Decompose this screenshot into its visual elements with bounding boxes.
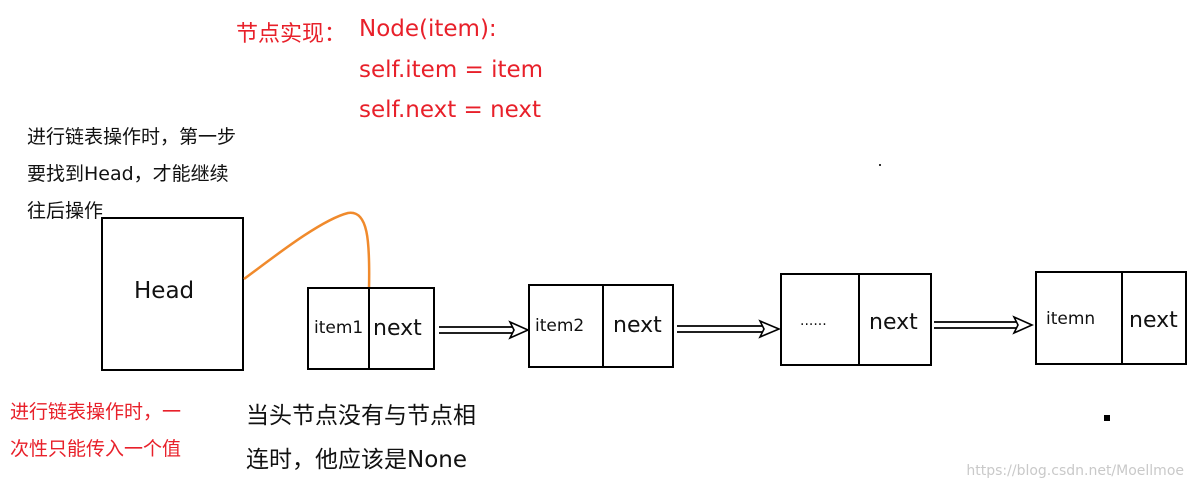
code-line-class: Node(item): xyxy=(359,16,497,42)
header-label: 节点实现： xyxy=(236,22,347,47)
note-single-value-line-2: 次性只能传入一个值 xyxy=(10,438,182,460)
arrow-node1-to-node2 xyxy=(439,320,530,340)
note-find-head-line-3: 往后操作 xyxy=(27,200,104,222)
head-box xyxy=(101,217,244,371)
note-single-value-line-1: 进行链表操作时，一 xyxy=(10,401,182,423)
note-find-head-line-1: 进行链表操作时，第一步 xyxy=(27,126,237,148)
stray-dot xyxy=(1104,415,1110,421)
code-line-next: self.next = next xyxy=(359,97,542,123)
node-1-divider xyxy=(368,287,370,370)
watermark: https://blog.csdn.net/Moellmoe xyxy=(966,463,1184,479)
node-3-divider xyxy=(858,273,860,366)
code-line-item: self.item = item xyxy=(359,57,544,83)
node-4-next: next xyxy=(1129,308,1178,333)
node-2-item: item2 xyxy=(535,316,585,336)
node-3-item: ...... xyxy=(800,313,827,329)
note-head-none-line-1: 当头节点没有与节点相 xyxy=(246,403,476,429)
stray-speck xyxy=(879,164,881,166)
note-head-none-line-2: 连时，他应该是None xyxy=(246,447,468,473)
head-label: Head xyxy=(134,278,195,304)
node-1-next: next xyxy=(373,316,422,341)
node-2-next: next xyxy=(613,313,662,338)
node-3-next: next xyxy=(869,310,918,335)
node-2 xyxy=(528,284,674,368)
node-1 xyxy=(307,287,435,370)
node-4 xyxy=(1035,271,1187,365)
head-to-node1-connector xyxy=(243,211,371,290)
node-3 xyxy=(780,273,932,366)
node-4-divider xyxy=(1121,271,1123,365)
node-4-item: itemn xyxy=(1046,309,1096,329)
note-head-none: 当头节点没有与节点相 连时，他应该是None xyxy=(246,394,476,482)
note-single-value: 进行链表操作时，一 次性只能传入一个值 xyxy=(10,394,181,468)
arrow-node2-to-node3 xyxy=(677,319,782,339)
arrow-node3-to-node4 xyxy=(934,315,1034,335)
node-2-divider xyxy=(602,284,604,368)
node-1-item: item1 xyxy=(314,318,364,338)
note-find-head-line-2: 要找到Head，才能继续 xyxy=(27,163,229,185)
note-find-head: 进行链表操作时，第一步 要找到Head，才能继续 往后操作 xyxy=(27,119,236,230)
